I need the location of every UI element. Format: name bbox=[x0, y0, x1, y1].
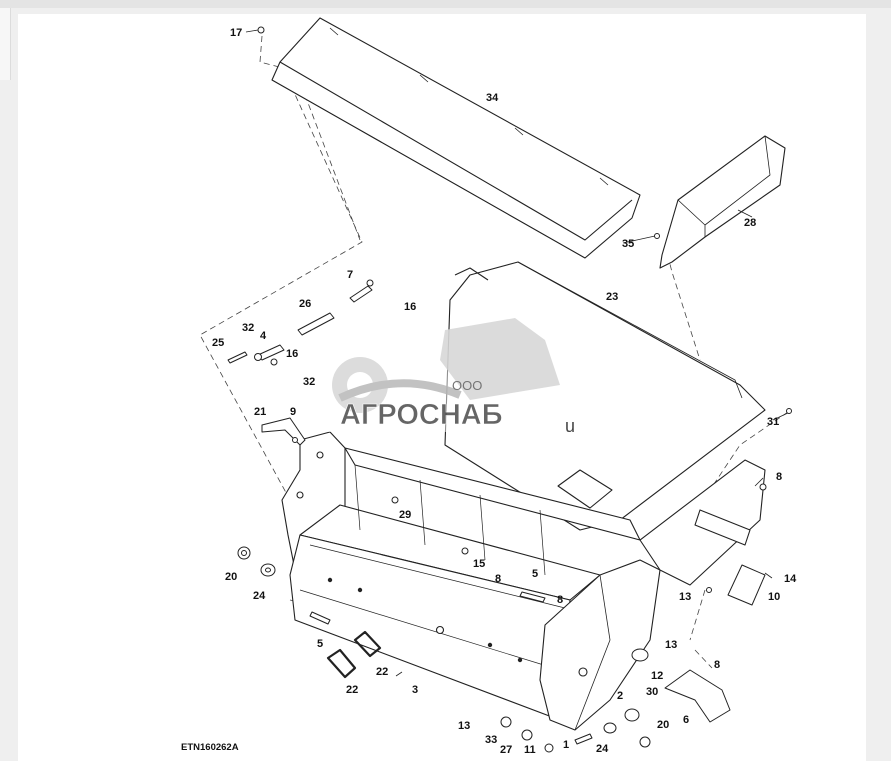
callout-8-mid: 8 bbox=[495, 573, 501, 585]
callout-10: 10 bbox=[768, 591, 780, 603]
callout-23: 23 bbox=[606, 291, 618, 303]
screw-13-icon bbox=[706, 587, 712, 593]
callout-16-upper: 16 bbox=[404, 301, 416, 313]
callout-4: 4 bbox=[260, 330, 267, 342]
callout-11: 11 bbox=[524, 744, 536, 756]
callout-2: 2 bbox=[617, 690, 623, 702]
callout-15: 15 bbox=[473, 558, 485, 570]
callout-20-left: 20 bbox=[225, 571, 237, 583]
callout-33: 33 bbox=[485, 734, 497, 746]
watermark-prefix: ООО bbox=[452, 378, 482, 393]
callout-8-right: 8 bbox=[776, 471, 782, 483]
callout-32-lower: 32 bbox=[303, 376, 315, 388]
callout-31: 31 bbox=[767, 416, 779, 428]
callout-16-lower: 16 bbox=[286, 348, 298, 360]
callout-35: 35 bbox=[622, 238, 634, 250]
callout-9: 9 bbox=[290, 406, 296, 418]
callout-17: 17 bbox=[230, 27, 242, 39]
callout-14: 14 bbox=[784, 573, 797, 585]
callout-30: 30 bbox=[646, 686, 658, 698]
leader-lines bbox=[245, 29, 791, 677]
left-panel-edge bbox=[0, 8, 11, 80]
watermark-company-name: АГРОСНАБ bbox=[340, 399, 503, 431]
callout-5-left: 5 bbox=[317, 638, 323, 650]
callout-20-right: 20 bbox=[657, 719, 669, 731]
figure-id: ETN160262A bbox=[181, 742, 239, 753]
callout-1: 1 bbox=[563, 739, 569, 751]
callout-6: 6 bbox=[683, 714, 689, 726]
callout-13-right: 13 bbox=[679, 591, 691, 603]
callout-34: 34 bbox=[486, 92, 499, 104]
callout-8-lower: 8 bbox=[714, 659, 720, 671]
callout-7: 7 bbox=[347, 269, 353, 281]
callout-8-mid2: 8 bbox=[557, 594, 563, 606]
callout-22-left: 22 bbox=[346, 684, 358, 696]
watermark-suffix: u bbox=[565, 416, 575, 436]
callout-29: 29 bbox=[399, 509, 411, 521]
callout-22-right: 22 bbox=[376, 666, 388, 678]
callout-12: 12 bbox=[651, 670, 663, 682]
part-28-deflector bbox=[659, 135, 786, 269]
nut-8-icon bbox=[759, 483, 767, 491]
nut-29-icon bbox=[391, 496, 399, 504]
hardware-parts bbox=[227, 279, 766, 753]
top-strip bbox=[0, 0, 891, 8]
nut-15-icon bbox=[461, 547, 469, 555]
callout-24-left: 24 bbox=[253, 590, 266, 602]
callout-21: 21 bbox=[254, 406, 266, 418]
watermark-logo: ООО АГРОСНАБ u bbox=[318, 318, 575, 436]
callout-28: 28 bbox=[744, 217, 756, 229]
callout-5-mid: 5 bbox=[532, 568, 538, 580]
callout-13-mid: 13 bbox=[665, 639, 677, 651]
screw-35-icon bbox=[654, 233, 660, 239]
callout-26: 26 bbox=[299, 298, 311, 310]
part-34-cover-panel bbox=[271, 17, 641, 259]
callout-25: 25 bbox=[212, 337, 224, 349]
callout-32-upper: 32 bbox=[242, 322, 254, 334]
callout-3: 3 bbox=[412, 684, 418, 696]
callout-24-bottom: 24 bbox=[596, 743, 609, 755]
callout-labels: 17 34 28 35 23 7 26 16 32 4 25 16 32 21 … bbox=[212, 26, 797, 756]
main-frame-assembly bbox=[281, 431, 766, 731]
callout-27: 27 bbox=[500, 744, 512, 756]
screw-17-icon bbox=[257, 26, 265, 34]
screw-31-icon bbox=[786, 408, 792, 414]
callout-13-bottom: 13 bbox=[458, 720, 470, 732]
